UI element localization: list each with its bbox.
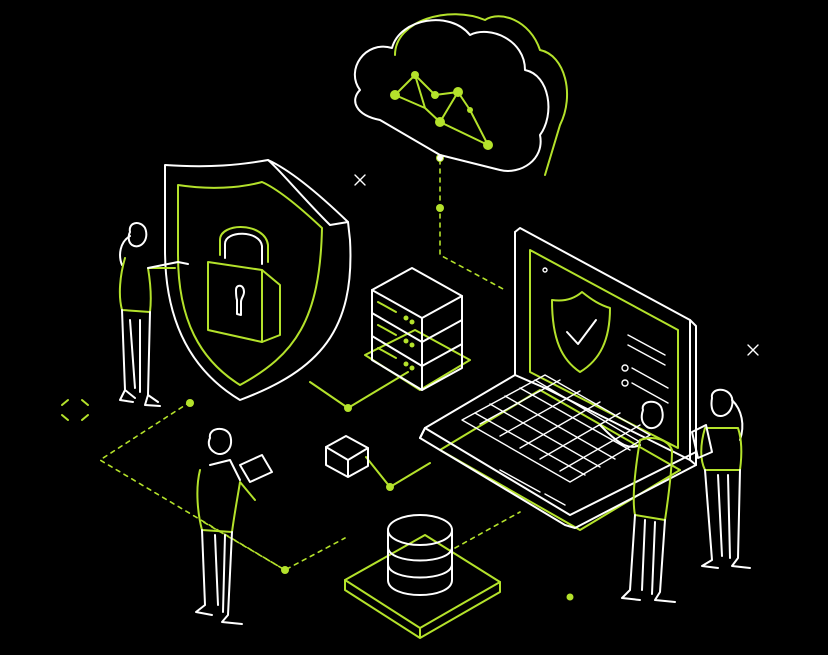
person-pointing	[118, 222, 189, 407]
person-typing	[599, 400, 676, 603]
decorative-sparkles	[61, 174, 759, 421]
person-with-tablet-left	[195, 427, 273, 625]
database-icon	[344, 514, 501, 639]
server-rack-icon	[364, 267, 471, 391]
cube-icon	[325, 435, 369, 478]
cloud-network-icon	[353, 13, 568, 176]
person-with-tablet-right	[691, 388, 751, 569]
network-connections	[98, 154, 574, 601]
laptop-shield-check-icon	[419, 227, 697, 531]
security-shield-lock-icon	[164, 159, 352, 401]
